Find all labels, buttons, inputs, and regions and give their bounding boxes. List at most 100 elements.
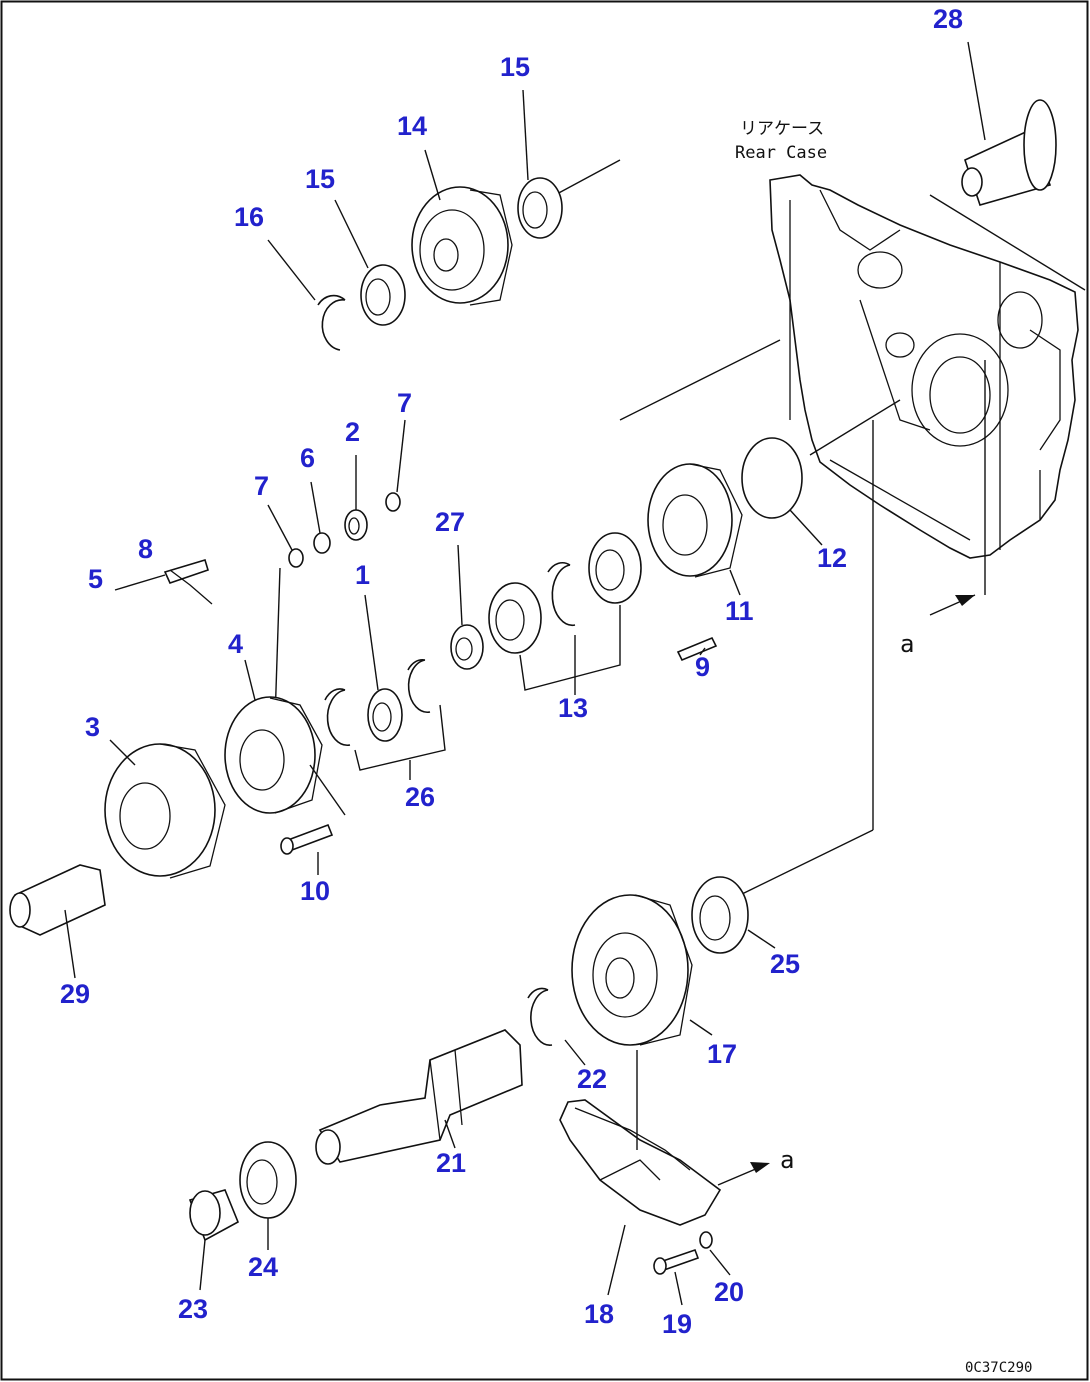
leader-line [607,1224,626,1296]
callout-4: 4 [228,629,243,659]
callout-11: 11 [725,596,754,626]
callout-12: 12 [817,543,847,573]
bracket-13 [519,605,621,691]
callout-15-lower: 15 [305,164,335,194]
part-13-bearing-right [588,532,642,604]
leader-line [457,544,463,626]
leader-line [739,829,874,896]
callout-17: 17 [707,1039,737,1069]
arrow-label-a-lower: a [780,1146,794,1174]
part-22-snap-ring [527,987,553,1046]
part-2-needle-bearing [344,509,368,541]
part-27-bearing [450,624,484,670]
part-29-shaft [9,864,106,936]
arrow-label-a-upper: a [900,630,914,658]
leader-line [967,41,986,141]
callout-22: 22 [577,1064,607,1094]
part-7-washer-lower [288,548,304,568]
leader-line [396,419,406,493]
part-5-pin [163,559,209,584]
callout-10: 10 [300,876,330,906]
part-15-bearing-lower [360,264,406,326]
part-15-bearing-upper [517,177,563,239]
callout-9: 9 [695,652,710,682]
leader-line [554,159,621,196]
part-10-bolt [286,823,334,852]
callout-5: 5 [88,564,103,594]
part-13-bearing-left [488,582,542,654]
part-23-collar [188,1189,240,1242]
callout-14: 14 [397,111,427,141]
leader-line [64,909,76,979]
part-10-bolt-head [280,837,294,855]
leader-line [267,504,293,551]
arrow-head [750,1162,770,1173]
part-24-bearing [239,1141,297,1219]
leader-line [809,399,901,456]
leader-line [729,569,741,596]
part-21-shaft [315,1029,523,1165]
rear-case-en-label: Rear Case [735,143,827,163]
arrow-head [955,595,975,606]
leader-line [309,764,346,816]
part-6-collar [313,532,331,554]
part-14-gear [411,186,513,306]
leader-line [522,89,529,181]
callout-27: 27 [435,507,465,537]
part-26-snap-ring-right [407,658,431,714]
callout-26: 26 [405,782,435,812]
callout-25: 25 [770,949,800,979]
leader-line [199,1239,206,1291]
leader-line [364,594,379,691]
leader-line [334,199,369,269]
leader-line [619,339,781,421]
rear-case-jp-label: リアケース [740,119,824,139]
part-8-spring-pin [169,569,213,605]
callout-1: 1 [355,560,370,590]
leader-line [564,1039,586,1066]
callout-29: 29 [60,979,90,1009]
callout-15-upper: 15 [500,52,530,82]
callout-7-lower: 7 [254,471,269,501]
callout-23: 23 [178,1294,208,1324]
part-4-carrier [224,696,323,814]
part-11-gear [647,463,743,578]
part-13-snap-ring [547,562,576,627]
callout-3: 3 [85,712,100,742]
leader-line [709,1249,731,1276]
callout-28: 28 [933,4,963,34]
leader-line [444,1119,456,1149]
callout-16: 16 [234,202,264,232]
leader-line [310,481,321,534]
callout-2: 2 [345,417,360,447]
callout-13: 13 [558,693,588,723]
callout-24: 24 [248,1252,278,1282]
callout-7-upper: 7 [397,388,412,418]
part-26-snap-ring-left [324,688,351,747]
rear-case-housing [769,174,1079,559]
leader-line [109,739,136,766]
leader-line [424,149,441,201]
part-16-snap-ring [317,294,346,351]
leader-line [699,647,706,656]
part-9-pin [676,636,718,662]
drawing-code: 0C37C290 [965,1360,1032,1376]
part-20-washer [699,1231,713,1249]
leader-line [674,1271,683,1306]
callout-20: 20 [714,1277,744,1307]
part-19-bolt-head [653,1257,667,1275]
part-25-bearing [691,876,749,954]
part-1-needle-bearing [367,688,403,742]
part-12-o-ring [741,437,803,519]
leader-line [689,1019,713,1036]
leader-line [789,509,823,546]
leader-line [114,574,166,591]
callout-6: 6 [300,443,315,473]
callout-18: 18 [584,1299,614,1329]
part-7-washer-upper [385,492,401,512]
callout-8: 8 [138,534,153,564]
leader-line [929,194,1086,291]
callout-19: 19 [662,1309,692,1339]
